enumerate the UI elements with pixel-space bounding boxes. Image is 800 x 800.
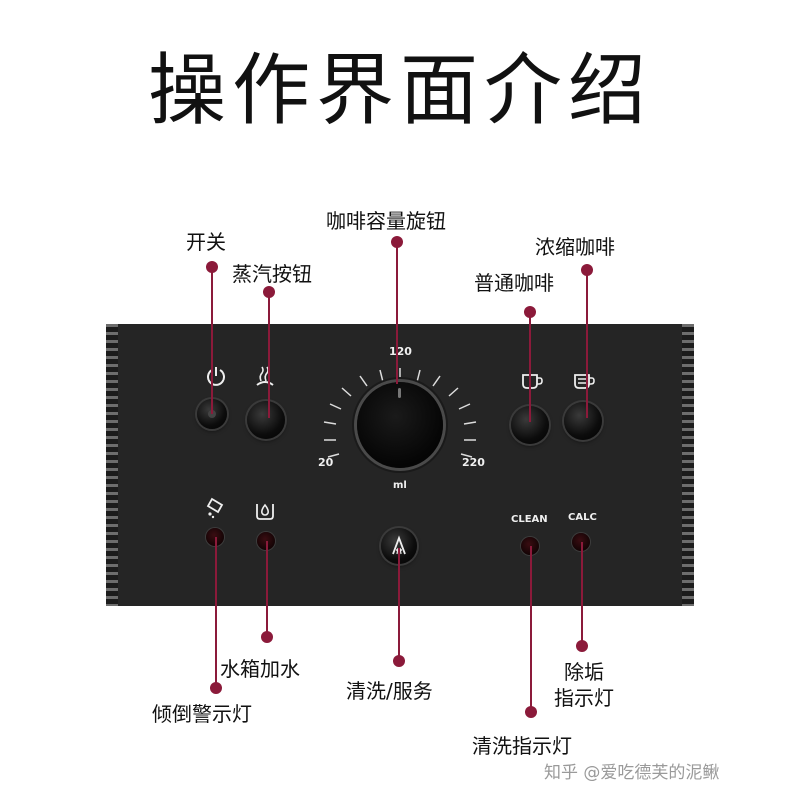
clean-service-icon bbox=[392, 535, 406, 555]
power-icon bbox=[205, 365, 227, 391]
espresso-button[interactable] bbox=[564, 402, 602, 440]
dot-clean-service bbox=[393, 655, 405, 667]
page-title: 操作界面介绍 bbox=[147, 46, 652, 136]
dot-steam bbox=[263, 286, 275, 298]
leader-regular-coffee bbox=[529, 312, 531, 422]
panel-grip-right bbox=[682, 324, 694, 606]
steam-icon bbox=[253, 365, 277, 393]
volume-knob[interactable] bbox=[357, 382, 443, 468]
label-tilt-warning: 倾倒警示灯 bbox=[152, 702, 252, 726]
label-water-tank: 水箱加水 bbox=[220, 657, 300, 681]
dot-regular-coffee bbox=[524, 306, 536, 318]
knob-label-max-right: 220 bbox=[462, 456, 485, 469]
steam-button[interactable] bbox=[247, 401, 285, 439]
power-led bbox=[208, 410, 216, 418]
dot-clean-indicator bbox=[525, 706, 537, 718]
coffee-cup-icon bbox=[520, 371, 544, 395]
leader-descale bbox=[581, 542, 583, 646]
dot-tilt bbox=[210, 682, 222, 694]
panel-grip-left bbox=[106, 324, 118, 606]
label-power: 开关 bbox=[186, 230, 226, 254]
tilt-icon bbox=[204, 496, 228, 524]
label-steam-button: 蒸汽按钮 bbox=[232, 262, 312, 286]
dot-espresso bbox=[581, 264, 593, 276]
leader-tilt bbox=[215, 537, 217, 687]
leader-power bbox=[211, 266, 213, 414]
leader-steam bbox=[268, 292, 270, 418]
label-clean-indicator: 清洗指示灯 bbox=[472, 734, 572, 758]
dot-water bbox=[261, 631, 273, 643]
leader-espresso bbox=[586, 269, 588, 418]
label-descale-line1: 除垢 bbox=[564, 660, 604, 684]
knob-scale bbox=[323, 368, 477, 458]
dot-knob bbox=[391, 236, 403, 248]
dot-descale bbox=[576, 640, 588, 652]
water-drop-icon bbox=[254, 498, 276, 526]
label-clean-service: 清洗/服务 bbox=[346, 679, 433, 703]
clean-label: CLEAN bbox=[511, 514, 548, 525]
leader-clean-indicator bbox=[530, 546, 532, 712]
knob-unit: ml bbox=[393, 480, 407, 491]
watermark: 知乎 @爱吃德芙的泥鳅 bbox=[544, 763, 720, 783]
knob-label-min: 20 bbox=[318, 456, 334, 469]
leader-clean-service bbox=[398, 548, 400, 662]
label-volume-knob: 咖啡容量旋钮 bbox=[326, 209, 446, 233]
espresso-cup-icon bbox=[572, 371, 598, 395]
leader-water bbox=[266, 541, 268, 636]
calc-label: CALC bbox=[568, 512, 597, 523]
knob-label-max: 120 bbox=[389, 345, 412, 358]
dot-power bbox=[206, 261, 218, 273]
scale-ticks bbox=[323, 368, 477, 458]
leader-knob bbox=[396, 242, 398, 384]
label-regular-coffee: 普通咖啡 bbox=[474, 271, 554, 295]
label-descale-line2: 指示灯 bbox=[554, 686, 614, 710]
label-espresso: 浓缩咖啡 bbox=[535, 235, 615, 259]
knob-indicator bbox=[398, 388, 401, 398]
